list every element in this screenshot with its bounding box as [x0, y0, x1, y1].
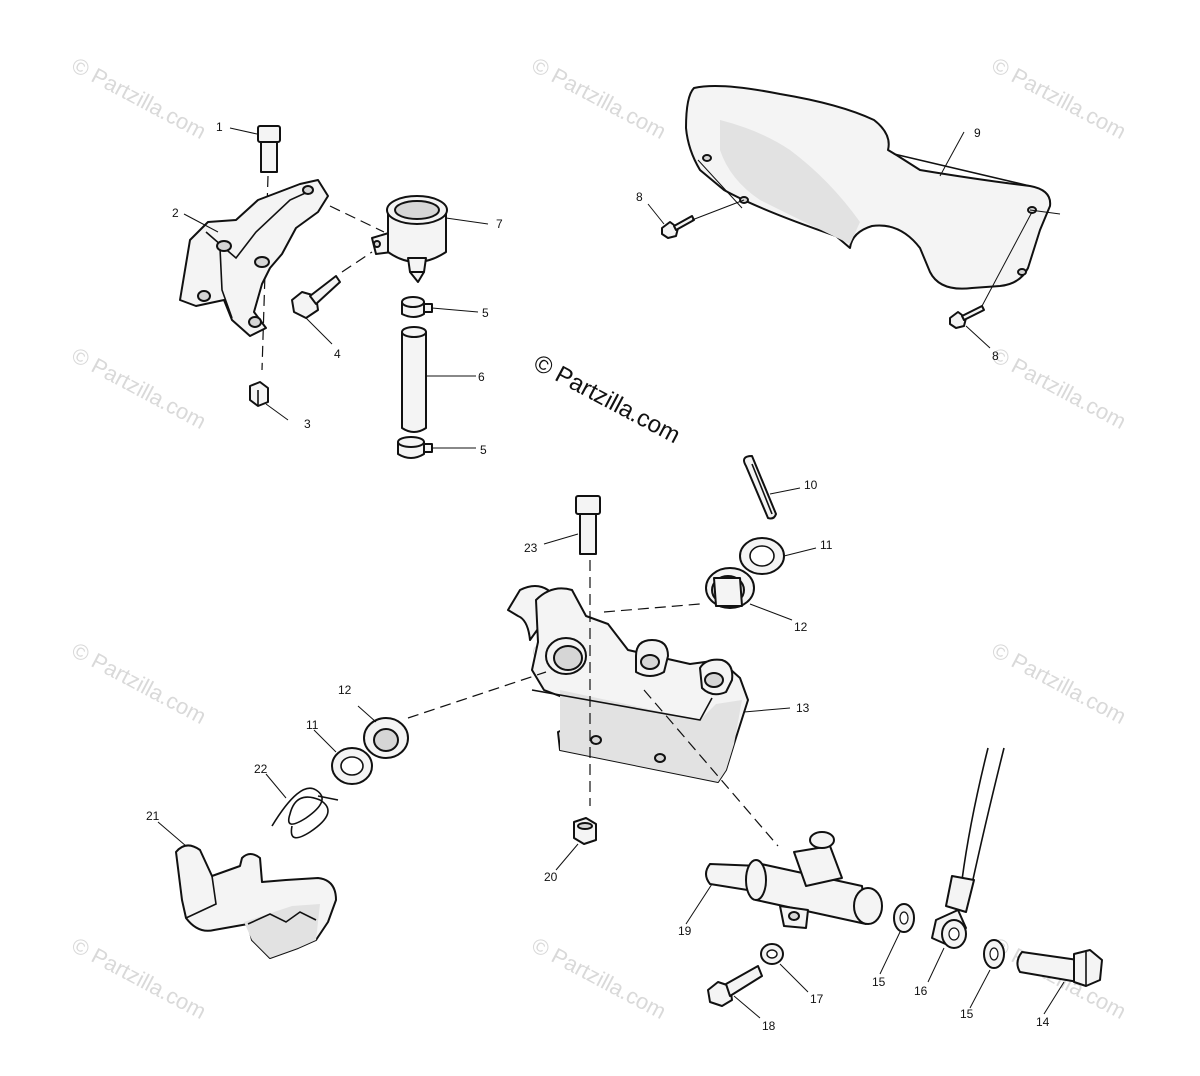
part-4-bolt [291, 275, 341, 319]
part-19-shaft [705, 831, 883, 929]
part-5-clamp [401, 296, 433, 318]
part-15-washer [893, 903, 915, 933]
watermark-main: © Partzilla.com [529, 349, 684, 449]
callout-19: 19 [678, 924, 692, 938]
callout-8: 8 [992, 349, 999, 363]
watermark: © Partzilla.com [68, 52, 211, 144]
callout-5: 5 [482, 306, 489, 320]
part-22-spring [271, 787, 339, 839]
part-5-clamp [397, 436, 433, 459]
watermark: © Partzilla.com [528, 52, 671, 144]
part-8-screw [661, 215, 695, 239]
callout-9: 9 [974, 126, 981, 140]
part-12-bushing [363, 717, 409, 759]
part-11-washer [331, 747, 373, 785]
part-16-rod-end [931, 747, 1005, 949]
callout-18: 18 [762, 1019, 776, 1033]
callout-20: 20 [544, 870, 558, 884]
callout-6: 6 [478, 370, 485, 384]
callout-15: 15 [872, 975, 886, 989]
part-17-washer [760, 943, 784, 965]
callout-11: 11 [306, 718, 319, 732]
callout-10: 10 [804, 478, 818, 492]
callout-2: 2 [172, 206, 179, 220]
watermark: © Partzilla.com [68, 932, 211, 1024]
part-14-bolt [1016, 949, 1103, 987]
part-1-bolt [257, 125, 281, 173]
part-13-bracket [507, 585, 749, 783]
part-6-hose [401, 326, 427, 433]
callout-5: 5 [480, 443, 487, 457]
callout-7: 7 [496, 217, 503, 231]
part-2-bracket [179, 179, 329, 337]
callout-14: 14 [1036, 1015, 1050, 1029]
callout-12: 12 [794, 620, 808, 634]
watermark: © Partzilla.com [988, 342, 1131, 434]
part-11-washer [739, 537, 785, 575]
part-20-nut [573, 817, 597, 845]
part-23-bolt [575, 495, 601, 555]
callout-4: 4 [334, 347, 341, 361]
watermark: © Partzilla.com [988, 637, 1131, 729]
part-8-screw [949, 305, 985, 329]
callout-22: 22 [254, 762, 268, 776]
part-12-bushing [705, 567, 755, 609]
part-10-pin [743, 455, 777, 520]
callout-11: 11 [820, 538, 833, 552]
callout-13: 13 [796, 701, 810, 715]
part-15-washer [983, 939, 1005, 969]
part-7-reservoir [371, 195, 448, 283]
callout-23: 23 [524, 541, 538, 555]
watermark: © Partzilla.com [68, 342, 211, 434]
watermark: © Partzilla.com [528, 932, 671, 1024]
part-21-lever [175, 844, 337, 959]
callout-12: 12 [338, 683, 352, 697]
part-3-nut [249, 381, 269, 407]
callout-1: 1 [216, 120, 223, 134]
callout-16: 16 [914, 984, 928, 998]
callout-labels: 1 2 3 4 5 6 5 7 8 9 8 10 11 12 13 23 12 … [146, 120, 1050, 1033]
callout-15: 15 [960, 1007, 974, 1021]
callout-17: 17 [810, 992, 824, 1006]
leader-lines [157, 127, 1065, 1019]
watermark: © Partzilla.com [68, 637, 211, 729]
part-9-cover [685, 85, 1052, 290]
part-18-bolt [707, 965, 763, 1007]
watermark: © Partzilla.com [988, 52, 1131, 144]
callout-8: 8 [636, 190, 643, 204]
callout-21: 21 [146, 809, 160, 823]
callout-3: 3 [304, 417, 311, 431]
